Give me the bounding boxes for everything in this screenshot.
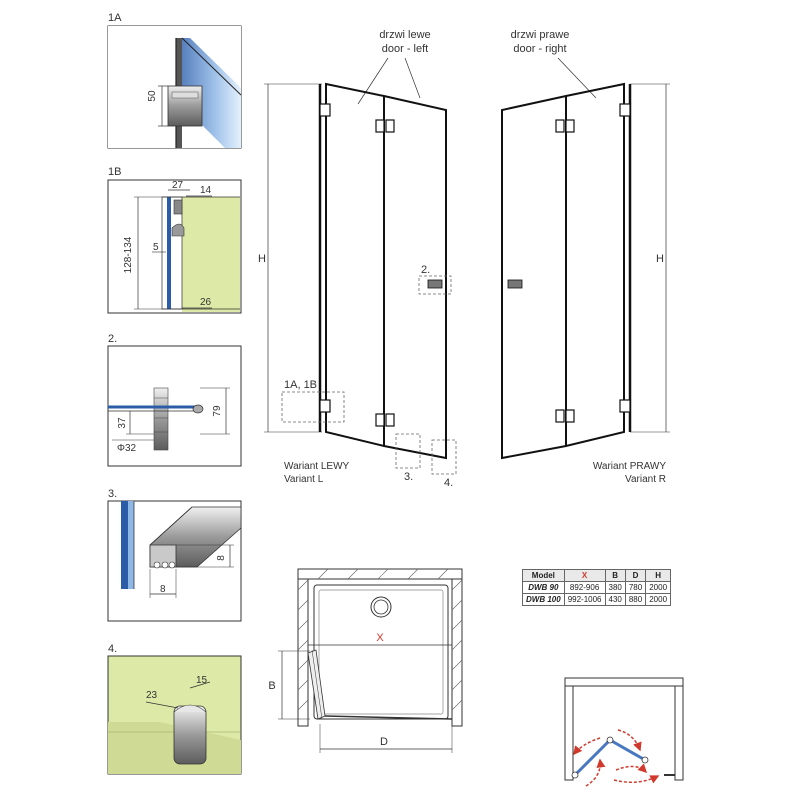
spec-col-x: X <box>563 569 606 582</box>
right-height-label: H <box>656 253 664 265</box>
spec-col-model: Model <box>522 569 565 582</box>
left-variant-en: Variant L <box>284 474 324 485</box>
left-height-label: H <box>258 253 266 265</box>
spec-col-h: H <box>645 569 672 582</box>
dim-27: 27 <box>172 180 184 191</box>
left-variant-pl: Wariant LEWY <box>284 461 350 472</box>
plan-view: X B D <box>268 568 463 753</box>
panel-1a-label: 1A <box>108 12 122 24</box>
dim-8-vertical: 8 <box>216 555 227 561</box>
right-door-elevation: drzwi prawe door - right H Wariant PRAWY… <box>501 29 670 485</box>
right-variant-en: Variant R <box>625 474 666 485</box>
dim-50: 50 <box>147 90 158 102</box>
dim-23: 23 <box>146 690 158 701</box>
callout-4-label: 4. <box>444 477 453 489</box>
panel-1b-label: 1B <box>108 166 121 178</box>
left-door-label-pl: drzwi lewe <box>379 29 430 41</box>
callout-3-label: 3. <box>404 471 413 483</box>
plan-d-label: D <box>380 736 388 748</box>
spec-table: Model X B D H DWB 90 892-906 380 780 200… <box>522 569 672 606</box>
spec-table-header-row: Model X B D H <box>522 569 672 582</box>
detail-panel-1a: 1A 50 <box>107 12 242 149</box>
panel-3-label: 3. <box>108 488 117 500</box>
spec-cell-b: 430 <box>604 593 626 606</box>
callout-1a1b-label: 1A, 1B <box>284 379 317 391</box>
wall-fill <box>182 197 240 312</box>
left-door-elevation: drzwi lewe door - left H 2. 1A, 1B 3. 4. <box>258 29 457 489</box>
spec-cell-model: DWB 100 <box>522 593 565 606</box>
panel-4-label: 4. <box>108 643 117 655</box>
plan-b-label: B <box>268 680 275 692</box>
spec-cell-d: 780 <box>624 581 647 594</box>
dim-14: 14 <box>200 185 212 196</box>
spec-cell-h: 2000 <box>645 581 672 594</box>
spec-col-b: B <box>604 569 626 582</box>
spec-cell-b: 380 <box>604 581 626 594</box>
opening-diagram <box>564 677 684 787</box>
right-door-label-en: door - right <box>513 43 566 55</box>
spec-cell-x: 992-1006 <box>563 593 606 606</box>
detail-panel-3: 3. 8 8 <box>107 488 242 622</box>
detail-panel-4: 4. 23 15 <box>107 643 242 775</box>
dim-5: 5 <box>153 242 159 253</box>
left-door-label-en: door - left <box>382 43 428 55</box>
dim-15: 15 <box>196 675 208 686</box>
table-row: DWB 90 892-906 380 780 2000 <box>522 581 672 594</box>
dim-128-134: 128-134 <box>123 236 134 273</box>
spec-cell-h: 2000 <box>645 593 672 606</box>
spec-cell-model: DWB 90 <box>522 581 565 594</box>
spec-col-d: D <box>624 569 647 582</box>
dim-phi32: Φ32 <box>117 443 137 454</box>
panel-2-label: 2. <box>108 333 117 345</box>
dim-26: 26 <box>200 297 212 308</box>
callout-2-label: 2. <box>421 264 430 276</box>
right-door-label-pl: drzwi prawe <box>511 29 570 41</box>
detail-panel-1b: 1B 27 14 128-134 5 26 <box>107 166 242 314</box>
dim-79: 79 <box>212 405 223 417</box>
detail-panel-2: 2. 79 37 Φ32 <box>107 333 242 467</box>
spec-cell-x: 892-906 <box>563 581 606 594</box>
dim-37: 37 <box>117 417 128 429</box>
dim-8-horizontal: 8 <box>160 584 166 595</box>
spec-cell-d: 880 <box>624 593 647 606</box>
right-variant-pl: Wariant PRAWY <box>593 461 666 472</box>
plan-x-label: X <box>376 632 384 644</box>
table-row: DWB 100 992-1006 430 880 2000 <box>522 593 672 606</box>
